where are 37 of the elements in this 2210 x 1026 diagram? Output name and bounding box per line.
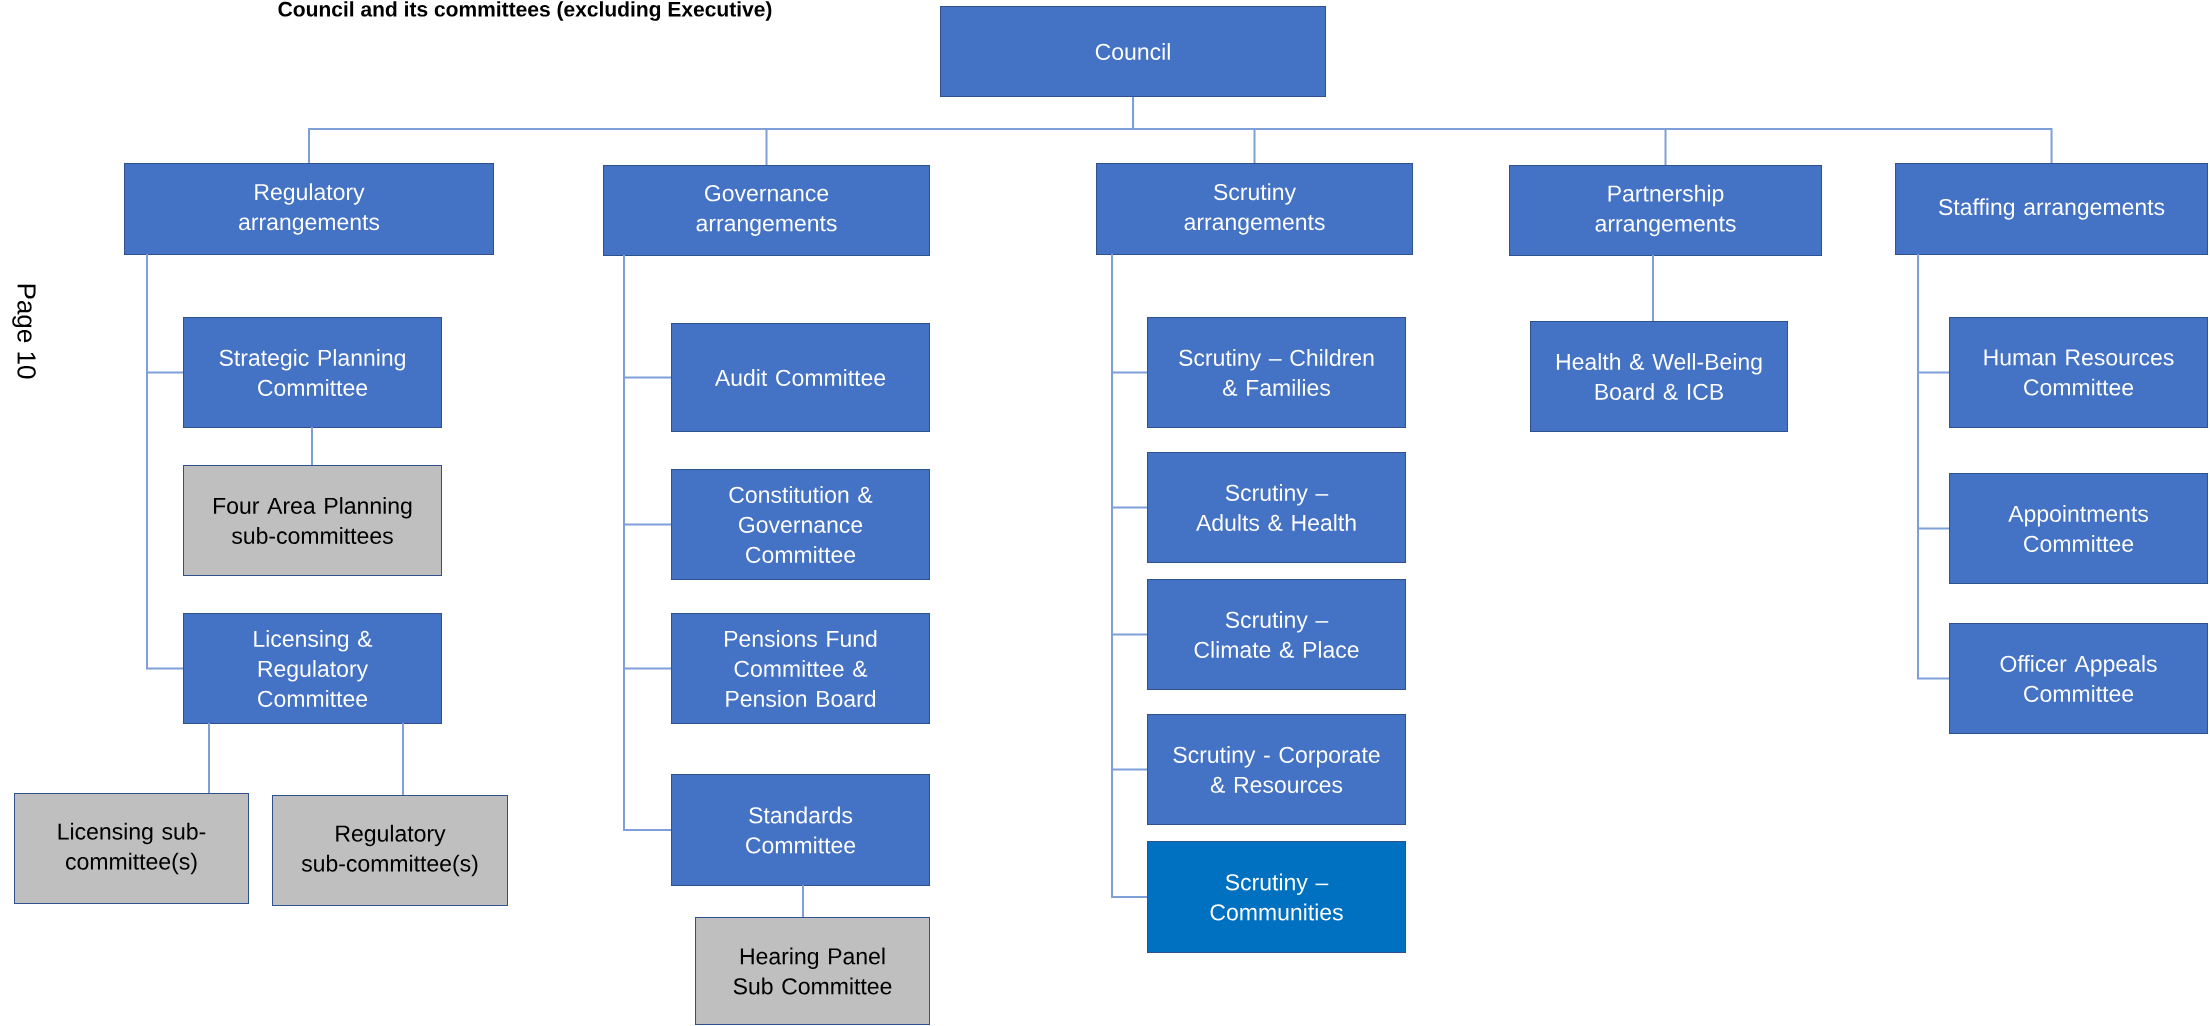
committee-box: Officer Appeals Committee (1949, 623, 2209, 734)
committee-box: Scrutiny – Climate & Place (1147, 579, 1406, 690)
committee-box: Scrutiny – Communities (1147, 841, 1406, 953)
committee-box: Scrutiny – Adults & Health (1147, 452, 1406, 563)
page-number: Page 10 (12, 284, 36, 379)
committee-box: Strategic Planning Committee (183, 317, 442, 428)
committee-box: Scrutiny – Children & Families (1147, 317, 1406, 428)
sub-committee-box: Licensing sub-committee(s) (14, 793, 249, 904)
committee-box: Human Resources Committee (1949, 317, 2209, 428)
connector-line (1111, 253, 1148, 898)
connector-line (623, 254, 672, 831)
committee-box: Licensing & Regulatory Committee (183, 613, 442, 724)
connector-line (208, 722, 210, 794)
title: Council and its committees (excluding Executive) (278, 1, 772, 21)
connector-line (1917, 253, 1950, 680)
sub-committee-box: Four Area Planning sub-committees (183, 465, 442, 576)
connector-line (1132, 96, 2053, 164)
connector-line (311, 426, 313, 466)
committee-box: Pensions Fund Committee & Pension Board (671, 613, 930, 724)
committee-box: Scrutiny - Corporate & Resources (1147, 714, 1406, 825)
committee-box: Health & Well-Being Board & ICB (1530, 321, 1788, 432)
connector-line (802, 884, 804, 918)
group-box: Regulatory arrangements (124, 163, 494, 255)
group-box: Staffing arrangements (1895, 163, 2209, 255)
sub-committee-box: Hearing Panel Sub Committee (695, 917, 930, 1025)
committee-box: Appointments Committee (1949, 473, 2209, 584)
committee-box: Constitution & Governance Committee (671, 469, 930, 580)
sub-committee-box: Regulatory sub-committee(s) (272, 795, 508, 906)
committee-box: Standards Committee (671, 774, 930, 886)
group-box: Partnership arrangements (1509, 165, 1822, 256)
committee-box: Audit Committee (671, 323, 930, 432)
connector-line (402, 722, 404, 796)
org-box: Council (940, 6, 1326, 97)
group-box: Scrutiny arrangements (1096, 163, 1413, 255)
connector-line (1652, 254, 1654, 322)
connector-line (146, 253, 184, 670)
group-box: Governance arrangements (603, 165, 930, 256)
